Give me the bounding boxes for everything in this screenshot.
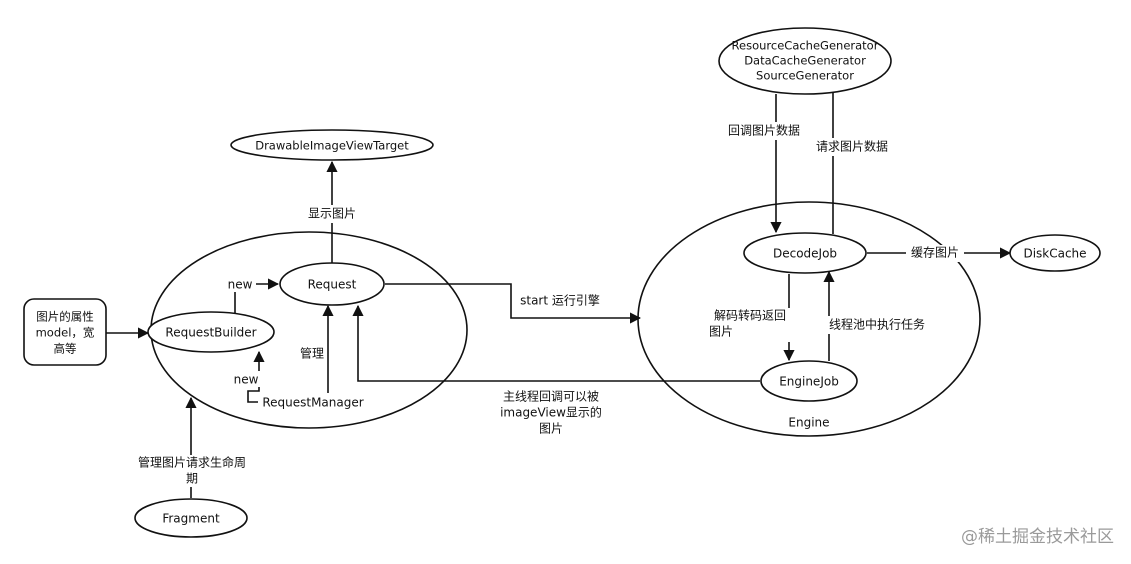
generators-node [718,27,892,95]
lifecycle-label-bg [132,455,252,487]
engine-job-label: EngineJob [779,375,839,389]
new-bottom-label-bg [230,371,262,387]
thread-pool-label: 线程池中执行任务 [829,317,925,332]
cache-image-label: 缓存图片 [911,246,959,260]
callback-data-label: 回调图片数据 [728,123,800,138]
decode-job-node [743,232,867,274]
main-thread-label-line-3: 图片 [539,422,563,436]
request-manager-label: RequestManager [262,396,363,410]
decode-return-label-line-1: 解码转码返回 [714,308,786,323]
show-image-label: 显示图片 [308,207,356,221]
generator-source-label: SourceGenerator [756,69,854,83]
main-thread-label-line-2: imageView显示的 [500,405,602,420]
edge-enginejob-to-request [352,304,760,382]
fragment-node [134,498,248,538]
start-engine-label: start 运行引擎 [520,293,600,308]
thread-pool-label-bg [824,316,930,334]
new-top-label-bg [224,276,256,292]
lifecycle-label-line-1: 管理图片请求生命周 [138,455,246,470]
generator-resource-label: ResourceCacheGenerator [732,39,879,53]
request-builder-node [147,311,275,353]
callback-data-label-bg [722,122,806,140]
watermark-text: @稀土掘金技术社区 [961,527,1114,547]
manage-label: 管理 [300,346,324,361]
main-thread-label-bg [494,389,608,439]
new-top-label: new [228,278,253,292]
engine-label: Engine [788,416,829,430]
request-builder-label: RequestBuilder [165,326,256,340]
decode-return-label-line-2: 图片 [709,325,733,339]
cache-image-label-bg [906,245,964,262]
fragment-label: Fragment [162,512,220,526]
request-data-label: 请求图片数据 [816,139,888,154]
image-props-line-2: model，宽 [36,326,95,340]
image-props-line-1: 图片的属性 [36,310,94,324]
show-image-label-bg [302,205,362,223]
request-label: Request [308,278,357,292]
main-thread-label-line-1: 主线程回调可以被 [503,389,599,404]
disk-cache-label: DiskCache [1023,247,1086,261]
drawable-target-node [230,129,434,161]
start-engine-label-bg [513,292,607,310]
lifecycle-label-line-2: 期 [186,472,198,486]
engine-job-node [760,360,858,402]
manage-label-bg [298,345,326,363]
edge-request-to-engine [385,283,642,324]
request-data-label-bg [810,138,894,156]
request-node [279,262,385,306]
image-props-node [23,298,107,366]
decode-return-label-bg [706,308,790,342]
decode-job-label: DecodeJob [773,247,837,261]
disk-cache-node [1009,234,1101,272]
generator-data-label: DataCacheGenerator [744,54,866,68]
new-bottom-label: new [234,373,259,387]
drawable-target-label: DrawableImageViewTarget [255,139,409,153]
image-props-line-3: 高等 [54,342,77,356]
